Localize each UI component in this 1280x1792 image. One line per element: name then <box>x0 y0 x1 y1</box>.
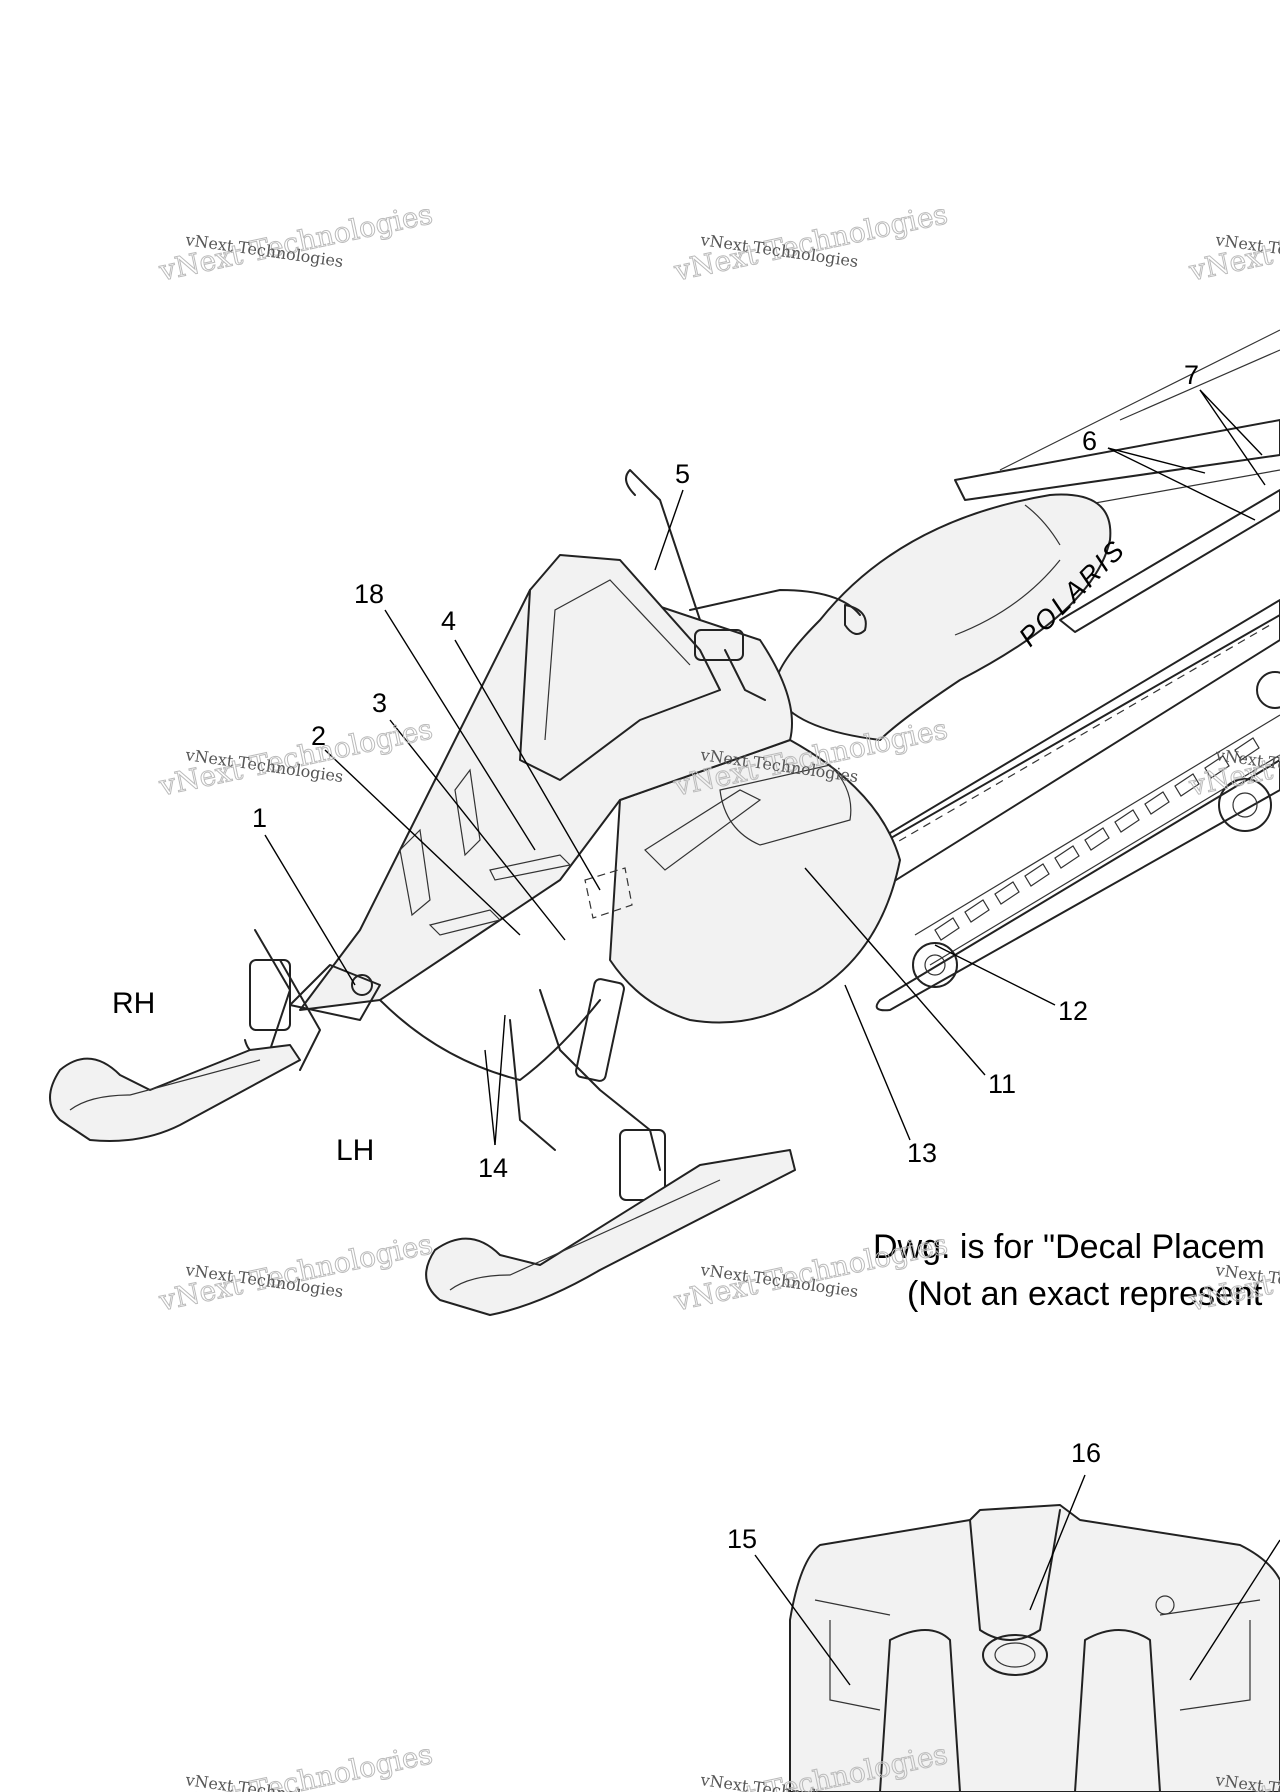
callout-14: 14 <box>478 1153 508 1183</box>
watermark: vNext Technologies vNext Technologies <box>155 712 436 803</box>
watermark-text: vNext Technologies <box>698 230 859 271</box>
callout-16: 16 <box>1071 1438 1101 1468</box>
watermark-text: vNext Technologies <box>698 1260 859 1301</box>
callout-18: 18 <box>354 579 384 609</box>
callout-2: 2 <box>311 721 326 751</box>
note-line-2: (Not an exact represent <box>907 1275 1263 1313</box>
front-suspension <box>244 929 666 1201</box>
watermark-text: vNext Technologies <box>183 230 344 271</box>
watermark-text: vNext Technologies <box>183 745 344 786</box>
callout-12: 12 <box>1058 996 1088 1026</box>
callout-4: 4 <box>441 606 456 636</box>
seat: POLARIS <box>774 493 1132 741</box>
callout-11: 11 <box>988 1069 1016 1099</box>
watermark-outline-text: vNext Technologies <box>1186 197 1280 287</box>
watermark-text: vNext Technologies <box>183 1260 344 1301</box>
callout-labels: 1 2 3 4 5 6 7 11 12 13 14 15 16 18 <box>252 360 1199 1554</box>
watermark-outline-text: vNext Technologies <box>156 1227 436 1317</box>
note-line-1: Dwg. is for "Decal Placem <box>873 1228 1265 1266</box>
leader-lines <box>264 389 1280 1686</box>
track-lugs <box>934 737 1260 941</box>
right-ski <box>425 1149 796 1316</box>
callout-15: 15 <box>727 1524 757 1554</box>
handlebars <box>625 469 867 701</box>
watermark-outline-text: vNext Technologies <box>156 712 436 802</box>
hood-and-body <box>289 554 901 1081</box>
watermark: vNext Technologies vNext Technologies <box>670 197 951 288</box>
tunnel-and-track <box>869 329 1280 1012</box>
watermark: vNext Technologies vNext Technologies <box>155 1737 436 1792</box>
watermark: vNext Technologies vNext Technologies <box>155 1227 436 1318</box>
watermark-outline-text: vNext Technologies <box>671 197 951 287</box>
callout-6: 6 <box>1082 426 1097 456</box>
callout-3: 3 <box>372 688 387 718</box>
callout-1: 1 <box>252 803 267 833</box>
drawing-note: Dwg. is for "Decal Placem (Not an exact … <box>873 1228 1265 1313</box>
callout-13: 13 <box>907 1138 937 1168</box>
idler-wheels <box>912 671 1280 988</box>
watermark-text: vNext Technologies <box>183 1770 344 1792</box>
bottom-view-hood <box>789 1504 1280 1792</box>
watermark-text: vNext Technologies <box>1213 230 1280 271</box>
callout-7: 7 <box>1184 360 1199 390</box>
watermark-outline-text: vNext Technologies <box>156 1737 436 1792</box>
watermark-outline-text: vNext Technologies <box>156 197 436 287</box>
side-label-rh: RH <box>112 987 155 1020</box>
left-ski <box>49 1044 301 1142</box>
watermark: vNext Technologies vNext Technologies <box>155 197 436 288</box>
snowmobile-illustration: POLARIS <box>49 329 1280 1792</box>
side-label-lh: LH <box>336 1134 374 1167</box>
watermark: vNext Technologies vNext Technologies <box>1185 197 1280 288</box>
callout-5: 5 <box>675 459 690 489</box>
